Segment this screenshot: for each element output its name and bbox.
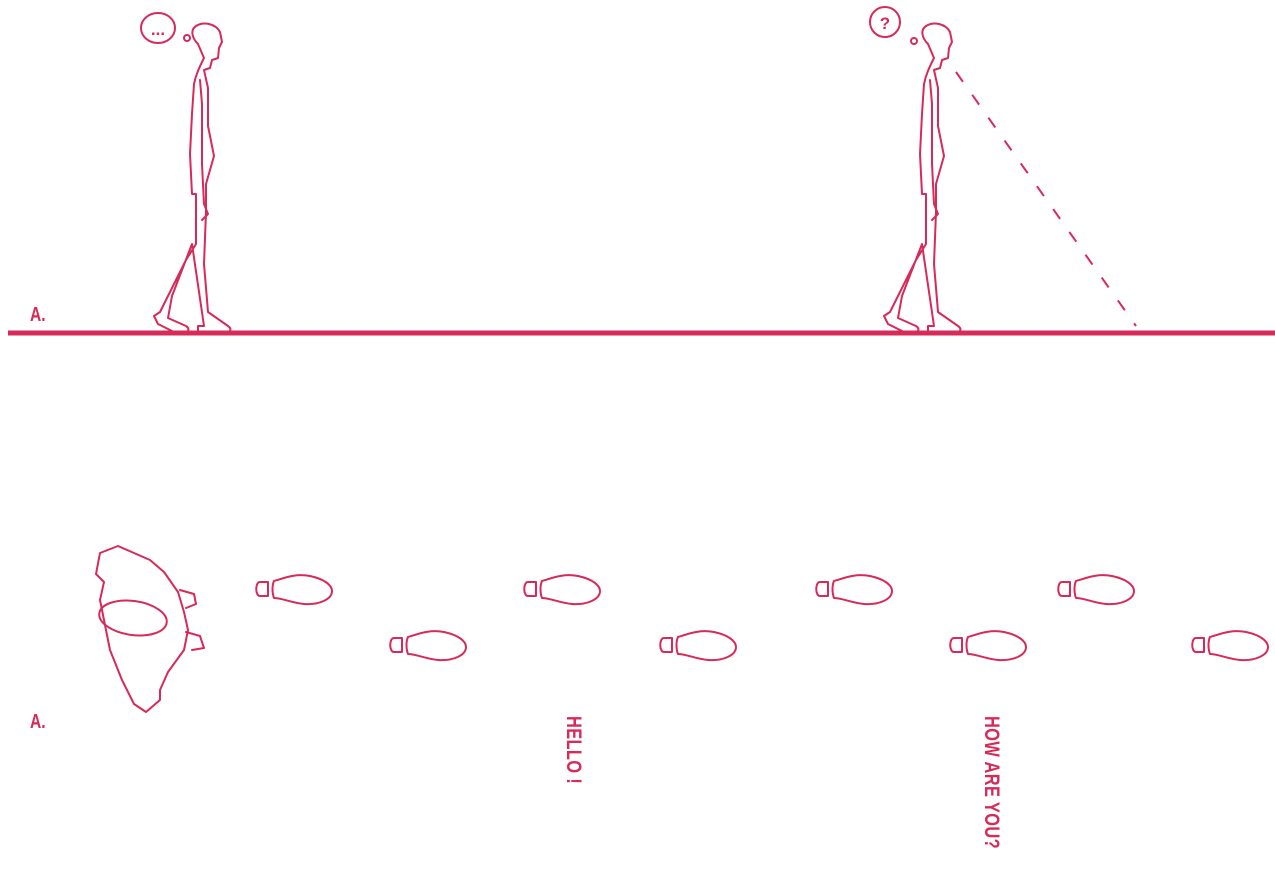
footprint-5	[815, 574, 893, 606]
thought-bubble-1-text: ...	[151, 20, 165, 39]
top-section-letter: A.	[30, 304, 46, 326]
thought-bubble-2-text: ?	[880, 14, 890, 33]
footprint-4	[659, 630, 737, 662]
footprint-8	[1191, 630, 1269, 662]
word-hello: HELLO !	[562, 716, 585, 785]
sight-line	[955, 71, 1137, 327]
thought-bubble-2: ?	[869, 6, 918, 45]
thought-bubble-1: ...	[140, 12, 191, 44]
footprint-7	[1057, 574, 1135, 606]
footprint-2	[389, 630, 467, 662]
walking-person-1	[153, 22, 232, 336]
person-top-view	[95, 545, 205, 713]
top-scene: ... ?	[8, 6, 1275, 336]
footprint-1	[255, 574, 333, 606]
footprint-3	[523, 574, 601, 606]
bottom-scene	[95, 545, 1269, 713]
walking-person-2	[883, 22, 962, 336]
bottom-section-letter: A.	[30, 711, 46, 733]
footprint-6	[949, 630, 1027, 662]
word-how-are-you: HOW ARE YOU?	[980, 716, 1003, 850]
